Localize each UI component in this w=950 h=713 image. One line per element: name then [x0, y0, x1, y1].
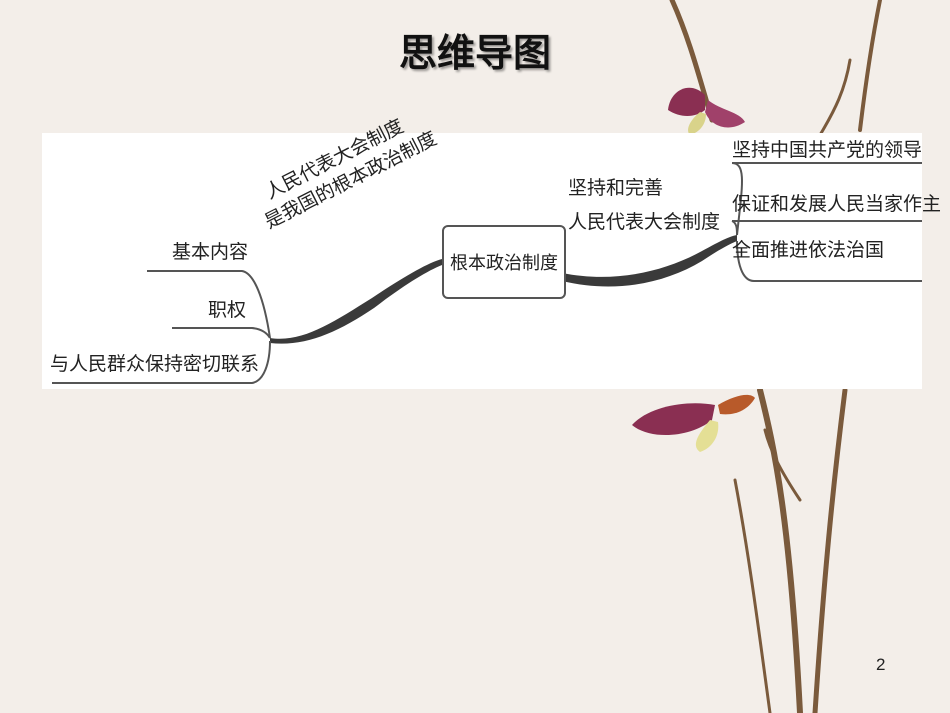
mindmap-connectors: [52, 162, 922, 384]
left-item-contact-masses: 与人民群众保持密切联系: [50, 353, 260, 375]
slide-title: 思维导图: [398, 31, 551, 75]
right-item-party-leadership: 坚持中国共产党的领导: [732, 139, 923, 161]
left-item-line-1: [147, 270, 271, 339]
right-branch-label-line2: 人民代表大会制度: [568, 211, 721, 233]
page-number: 2: [876, 655, 886, 674]
left-item-basic-content: 基本内容: [172, 241, 249, 263]
butterfly-top: [668, 87, 745, 135]
center-node: 根本政治制度: [442, 225, 566, 299]
left-item-line-3: [52, 340, 271, 384]
left-item-line-2: [172, 327, 271, 339]
right-item-people-masters: 保证和发展人民当家作主: [732, 193, 942, 215]
right-branch-label-line1: 坚持和完善: [568, 177, 664, 199]
mindmap-panel: 根本政治制度 人民代表大会制度 是我国的根本政治制度 基本内容 职权 与人民群众…: [42, 115, 941, 389]
right-main-branch: [562, 235, 737, 287]
left-main-branch: [270, 259, 442, 344]
right-item-rule-of-law: 全面推进依法治国: [732, 239, 885, 261]
left-item-powers: 职权: [208, 299, 247, 321]
right-item-line-2c: [731, 220, 738, 236]
tree-branch-illustration: [669, 0, 882, 713]
right-item-line-3: [736, 240, 922, 282]
butterfly-bottom: [632, 394, 755, 452]
